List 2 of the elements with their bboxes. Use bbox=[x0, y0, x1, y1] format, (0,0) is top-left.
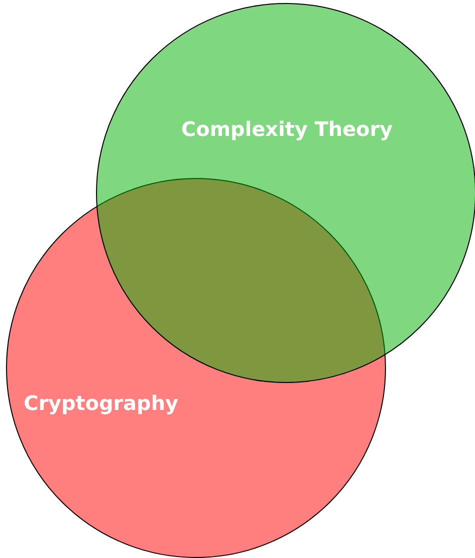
set-label: Complexity Theory bbox=[181, 117, 393, 141]
set-label: Cryptography bbox=[24, 391, 178, 415]
